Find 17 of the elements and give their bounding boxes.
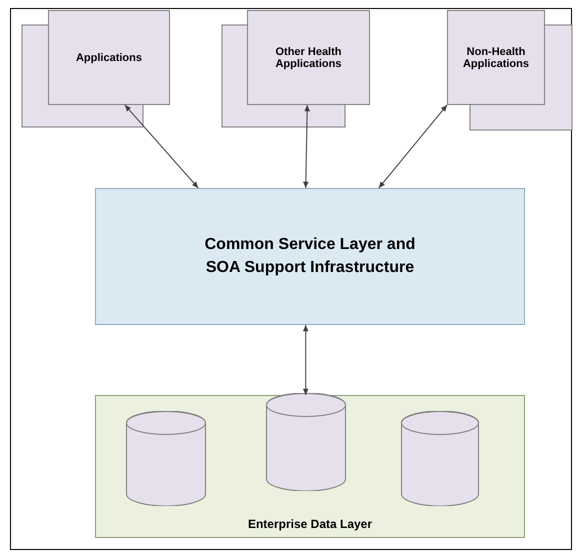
box-label: Non-Health Applications <box>462 46 530 70</box>
data-layer-panel <box>95 395 525 538</box>
database-cylinder <box>266 393 346 491</box>
service-layer-box <box>95 188 525 325</box>
application-box <box>48 10 170 105</box>
application-box <box>447 10 545 105</box>
application-box <box>247 10 370 105</box>
database-cylinder <box>401 411 479 506</box>
double-arrow <box>378 104 448 188</box>
box-label: Common Service Layer and SOA Support Infrastructure <box>204 235 416 278</box>
double-arrow <box>124 104 199 188</box>
double-arrow <box>302 324 308 396</box>
double-arrow <box>303 104 310 188</box>
database-cylinder <box>126 411 206 506</box>
layer-title: Enterprise Data Layer <box>246 517 374 531</box>
box-label: Other Health Applications <box>274 46 342 70</box>
box-label: Applications <box>76 52 142 64</box>
